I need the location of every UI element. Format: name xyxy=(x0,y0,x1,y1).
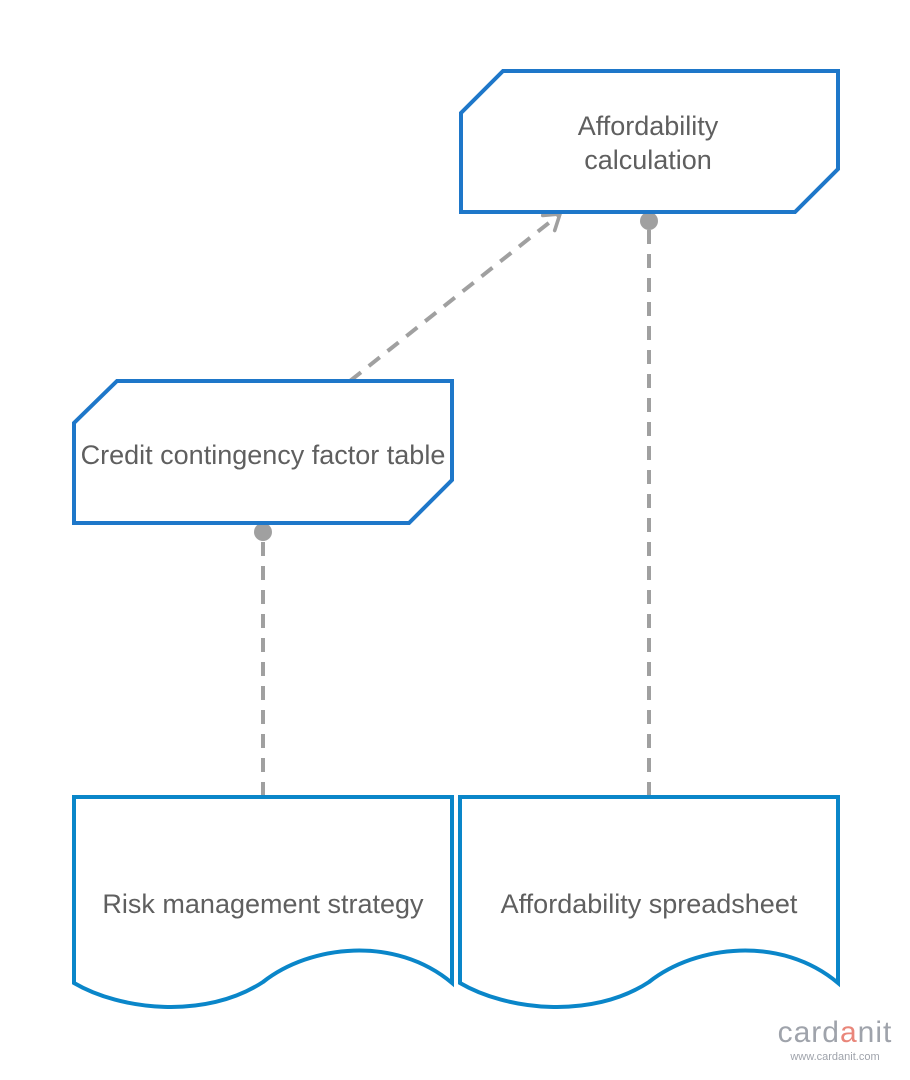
node-risk-management-strategy[interactable]: Risk management strategy xyxy=(72,795,454,1009)
node-affordability-calculation-label-line2: calculation xyxy=(584,145,712,175)
connector-risk-to-credit[interactable] xyxy=(254,523,272,796)
node-risk-management-strategy-label: Risk management strategy xyxy=(102,889,424,919)
association-dot xyxy=(254,523,272,541)
node-affordability-calculation-label-line1: Affordability xyxy=(578,111,719,141)
cardanit-watermark: cardanit www.cardanit.com xyxy=(770,1018,900,1064)
node-affordability-spreadsheet[interactable]: Affordability spreadsheet xyxy=(458,795,840,1009)
node-credit-contingency-factor-table-label: Credit contingency factor table xyxy=(81,440,446,470)
connector-credit-to-affordability[interactable] xyxy=(348,212,562,383)
cardanit-url: www.cardanit.com xyxy=(790,1051,880,1063)
node-affordability-calculation[interactable]: Affordability calculation xyxy=(459,69,840,214)
cardanit-logo: cardanit xyxy=(777,1016,893,1049)
node-affordability-spreadsheet-label: Affordability spreadsheet xyxy=(501,889,798,919)
connector-spreadsheet-to-affordability[interactable] xyxy=(640,212,658,796)
association-dot xyxy=(640,212,658,230)
node-credit-contingency-factor-table[interactable]: Credit contingency factor table xyxy=(72,379,454,525)
